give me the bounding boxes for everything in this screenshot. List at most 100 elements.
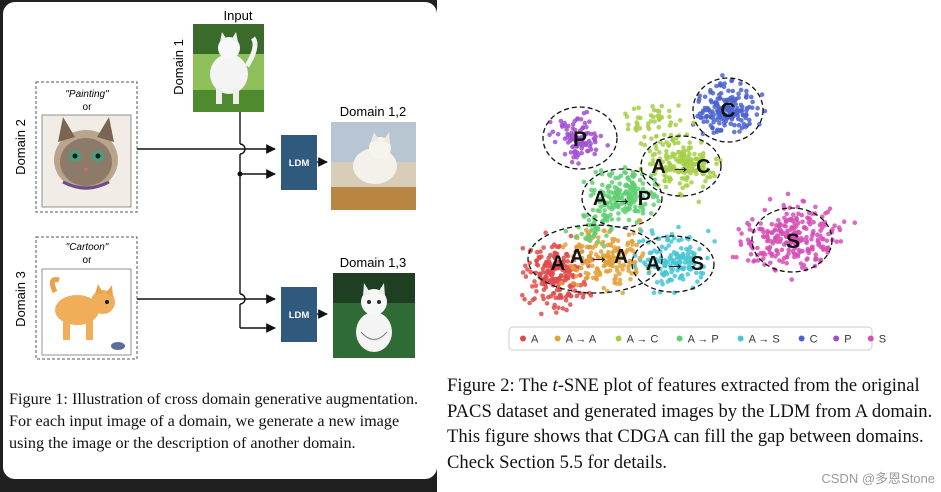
tsne-point xyxy=(738,87,744,93)
tsne-point xyxy=(798,236,804,241)
tsne-point xyxy=(646,270,652,276)
tsne-point xyxy=(533,283,539,289)
figure-1-panel: Input Domain 1 Domain 2 "Painting" or xyxy=(3,2,437,479)
tsne-point xyxy=(628,246,633,252)
tsne-point xyxy=(643,262,648,267)
tsne-point xyxy=(786,247,791,253)
tsne-point xyxy=(581,179,587,185)
tsne-point xyxy=(541,287,547,293)
tsne-point xyxy=(568,233,574,239)
tsne-point xyxy=(546,255,551,261)
tsne-point xyxy=(634,270,639,275)
tsne-point xyxy=(593,169,599,175)
tsne-point xyxy=(689,180,694,185)
tsne-point xyxy=(686,247,691,253)
tsne-point xyxy=(570,281,576,286)
tsne-point xyxy=(593,134,598,139)
tsne-point xyxy=(569,159,575,165)
tsne-point xyxy=(652,119,657,124)
tsne-point xyxy=(818,228,823,233)
tsne-point xyxy=(570,126,576,131)
domain2-label: Domain 2 xyxy=(13,119,28,175)
tsne-point xyxy=(596,235,601,240)
tsne-point xyxy=(587,253,593,259)
tsne-point xyxy=(563,228,569,234)
tsne-point xyxy=(652,177,657,183)
tsne-point xyxy=(694,171,699,177)
tsne-point xyxy=(799,265,805,270)
tsne-point xyxy=(710,90,716,96)
tsne-point xyxy=(624,114,630,119)
tsne-point xyxy=(553,276,559,282)
tsne-point xyxy=(632,264,637,269)
tsne-point xyxy=(838,239,844,244)
tsne-point xyxy=(733,101,738,107)
tsne-point xyxy=(552,139,558,145)
tsne-point xyxy=(592,225,598,231)
tsne-point xyxy=(732,122,737,128)
tsne-point xyxy=(668,177,673,182)
tsne-point xyxy=(547,132,552,137)
tsne-point xyxy=(617,181,622,186)
tsne-point xyxy=(657,165,663,171)
tsne-point xyxy=(785,191,791,197)
tsne-point xyxy=(677,276,683,281)
tsne-point xyxy=(766,247,772,252)
tsne-point xyxy=(770,241,776,246)
tsne-point xyxy=(810,247,815,252)
tsne-point xyxy=(638,228,644,234)
cartoon-label: "Cartoon" xyxy=(66,242,109,253)
tsne-point xyxy=(650,231,655,236)
tsne-point xyxy=(652,192,657,197)
tsne-point xyxy=(627,258,633,264)
tsne-point xyxy=(765,230,771,235)
tsne-point xyxy=(745,258,751,263)
tsne-point xyxy=(681,253,686,259)
tsne-point xyxy=(761,256,766,261)
tsne-point xyxy=(649,136,654,141)
tsne-point xyxy=(640,194,645,199)
tsne-point xyxy=(653,167,659,172)
cluster-label-a: A xyxy=(550,252,565,275)
tsne-point xyxy=(587,238,593,244)
tsne-point xyxy=(640,186,646,192)
tsne-point xyxy=(527,260,533,266)
tsne-point xyxy=(562,151,568,157)
tsne-point xyxy=(782,242,787,247)
tsne-point xyxy=(676,140,681,146)
tsne-point xyxy=(667,164,673,169)
tsne-point xyxy=(520,292,525,298)
tsne-point xyxy=(792,225,797,231)
tsne-point xyxy=(789,216,794,222)
figure2-caption: Figure 2: The t-SNE plot of features ext… xyxy=(447,373,939,475)
tsne-point xyxy=(642,134,647,140)
tsne-point xyxy=(791,251,797,257)
tsne-point xyxy=(553,262,558,267)
tsne-point xyxy=(781,223,787,228)
tsne-point xyxy=(694,156,699,162)
tsne-point xyxy=(575,282,580,288)
tsne-point xyxy=(587,290,592,296)
tsne-point xyxy=(739,231,744,236)
tsne-point xyxy=(588,193,594,198)
tsne-point xyxy=(655,259,661,264)
csdn-watermark: CSDN @多恩Stone xyxy=(821,471,935,486)
tsne-point xyxy=(662,258,668,263)
tsne-point xyxy=(704,113,710,119)
tsne-point xyxy=(809,233,815,238)
tsne-point xyxy=(813,252,819,257)
tsne-point xyxy=(563,276,568,281)
tsne-point xyxy=(677,118,683,123)
tsne-point xyxy=(625,242,630,248)
tsne-point xyxy=(787,243,792,248)
tsne-point xyxy=(701,171,706,177)
tsne-point xyxy=(634,194,640,199)
tsne-point xyxy=(717,92,722,97)
tsne-point xyxy=(744,105,750,111)
tsne-point xyxy=(730,254,736,260)
tsne-point xyxy=(765,237,771,242)
tsne-point xyxy=(666,243,672,248)
tsne-point xyxy=(782,215,787,221)
tsne-point xyxy=(602,212,608,218)
